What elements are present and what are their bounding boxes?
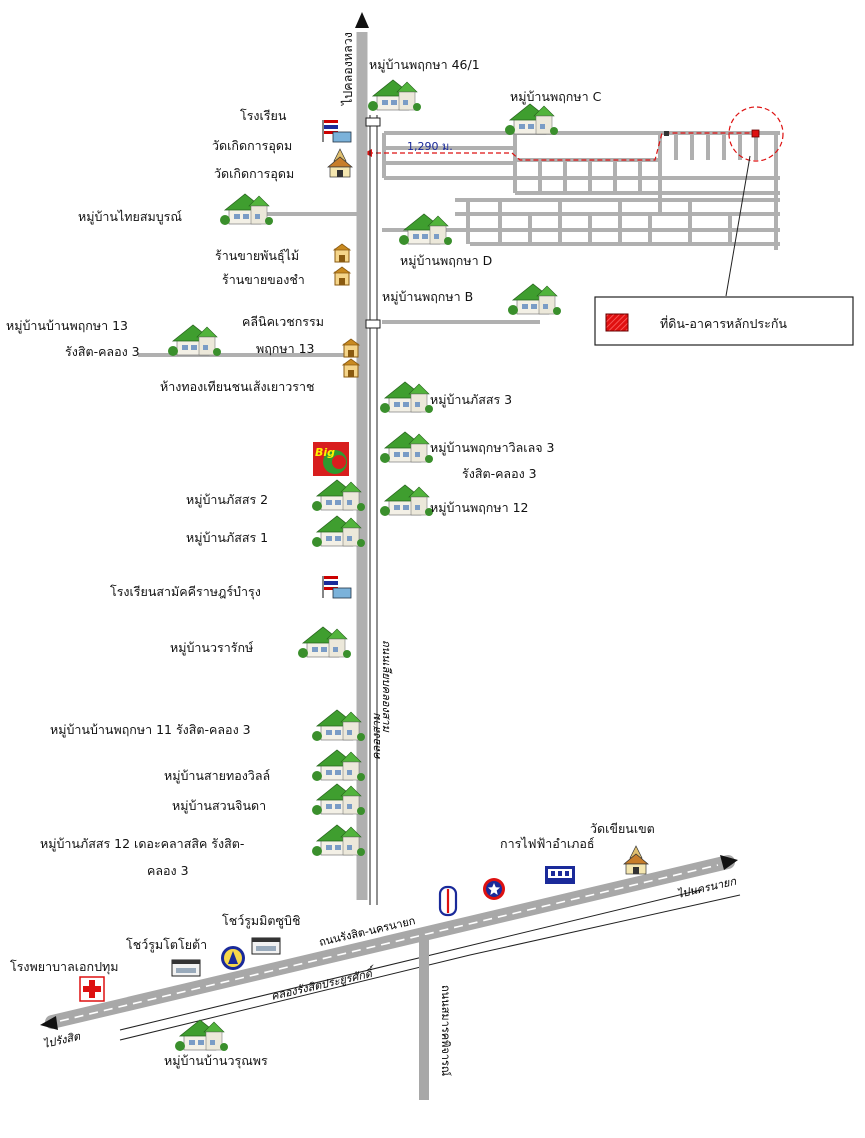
temple-icon [327,148,353,178]
bank-icon [221,946,245,970]
label-pattrasorn2: หมู่บ้านภัสสร 2 [186,492,268,508]
label-hospital: โรงพยาบาลเอกปทุม [10,959,119,975]
toyota-showroom-icon [171,959,201,977]
caltex-station-icon [483,878,505,900]
highway-rangsit-nakhonnayok [40,855,741,1100]
label-samakkhi-school: โรงเรียนสามัคคีราษฎร์บำรุง [110,584,261,600]
label-grocery: ร้านขายของชำ [222,272,305,287]
label-road-south: ถนนสมารคพิจารณ์ [439,985,452,1076]
label-electricity: การไฟฟ้าอำเภอธ์ [500,836,594,851]
label-clinic-line2: พฤกษา 13 [256,341,315,356]
label-toyota: โชว์รูมโตโยต้า [126,937,207,953]
gate-icon [365,117,381,127]
place-labels: หมู่บ้านพฤกษา 46/1 หมู่บ้านพฤกษา C โรงเร… [6,57,655,1069]
label-wararak: หมู่บ้านวรารักษ์ [170,640,254,656]
label-school-line1: โรงเรียน [240,108,287,123]
label-pattrasorn1: หมู่บ้านภัสสร 1 [186,530,268,546]
road-klong-luang [355,12,378,905]
label-saithong: หมู่บ้านสายทองวิลล์ [164,768,270,784]
subdivision-roads [138,131,780,357]
label-pruksa-d: หมู่บ้านพฤกษา D [400,253,492,269]
label-pruksa-village3-line1: หมู่บ้านพฤกษาวิลเลจ 3 [430,440,554,456]
label-wat-khiankhet: วัดเขียนเขต [590,821,655,836]
school-flag-icon-2 [322,576,352,599]
label-school-line2: วัดเกิดการอุดม [212,138,292,154]
label-plant-shop: ร้านขายพันธุ์ไม้ [215,248,299,264]
label-pruksa13-line1: หมู่บ้านบ้านพฤกษา 13 [6,318,128,334]
hospital-icon [79,976,105,1002]
mitsubishi-showroom-icon [251,937,281,955]
svg-text:Big: Big [315,446,335,459]
label-suanjinda: หมู่บ้านสวนจินดา [172,798,266,814]
gate-icon [365,319,381,329]
label-mitsubishi: โชว์รูมมิตซูบิชิ [222,913,300,929]
legend-label: ที่ดิน-อาคารหลักประกัน [660,315,787,331]
label-to-klong-luang: ไปคลองหลวง [340,32,355,106]
legend-box: ที่ดิน-อาคารหลักประกัน [594,296,854,346]
label-pruksa12: หมู่บ้านพฤกษา 12 [430,500,529,516]
temple-icon-khiankhet [623,845,649,875]
distance-label: 1,290 ม. [407,140,453,153]
label-gold-shop: ห้างทองเทียนชนเส้งเยาวราช [160,379,314,394]
label-pruksa11: หมู่บ้านบ้านพฤกษา 11 รังสิต-คลอง 3 [50,722,251,738]
label-temple: วัดเกิดการอุดม [214,166,294,182]
ptt-station-icon [438,885,458,917]
grocery-shop-icon [333,266,351,286]
label-pattrasorn3: หมู่บ้านภัสสร 3 [430,392,512,408]
label-pruksa-46-1: หมู่บ้านพฤกษา 46/1 [369,57,480,73]
label-pruksa13-line2: รังสิต-คลอง 3 [65,344,140,359]
label-worunporn: หมู่บ้านบ้านวรุณพร [164,1053,268,1069]
school-flag-icon [322,120,352,143]
label-pruksa-b: หมู่บ้านพฤกษา B [382,289,473,305]
plant-shop-icon [333,243,351,263]
label-road-klongsam: ถนนเลียบคลองสาม [380,640,393,733]
label-clinic-line1: คลีนิคเวชกรรม [242,314,324,329]
collateral-legend-icon [605,313,629,332]
label-thai-somboon: หมู่บ้านไทยสมบูรณ์ [78,209,182,225]
label-canal-klongsam: คลองสาม [370,713,383,760]
label-pruksa-c: หมู่บ้านพฤกษา C [510,89,602,105]
electricity-office-icon [545,866,575,884]
label-pattrasorn12-line2: คลอง 3 [147,863,189,878]
label-pattrasorn12-line1: หมู่บ้านภัสสร 12 เดอะคลาสสิค รังสิต- [40,836,244,852]
label-to-rangsit: ไปรังสิต [42,1030,82,1051]
label-pruksa-village3-line2: รังสิต-คลอง 3 [462,466,537,481]
bigc-logo-icon: Big [313,442,349,476]
